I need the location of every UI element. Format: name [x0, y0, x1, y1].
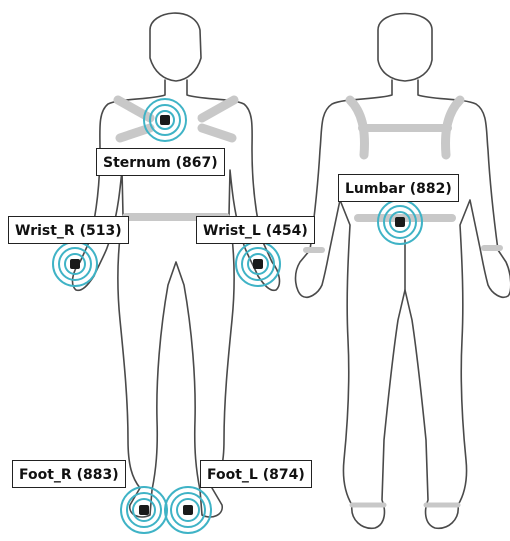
- sensor-foot-r: [121, 487, 167, 533]
- label-sternum: Sternum (867): [96, 148, 225, 176]
- label-foot-r: Foot_R (883): [12, 460, 126, 488]
- sensor-lumbar: [378, 200, 422, 244]
- label-foot-l: Foot_L (874): [200, 460, 312, 488]
- back-head: [378, 14, 432, 82]
- sensor-foot-l: [165, 487, 211, 533]
- front-head: [150, 13, 201, 81]
- back-straps: [306, 100, 500, 505]
- label-wrist-l: Wrist_L (454): [196, 216, 315, 244]
- sensor-sternum: [144, 99, 186, 141]
- sensor-wrist-r: [53, 242, 97, 286]
- back-figure: [296, 14, 510, 529]
- sensor-wrist-l: [236, 242, 280, 286]
- front-body-outline: [73, 80, 280, 517]
- label-lumbar: Lumbar (882): [338, 174, 459, 202]
- label-wrist-r: Wrist_R (513): [8, 216, 129, 244]
- back-body-outline: [296, 80, 510, 528]
